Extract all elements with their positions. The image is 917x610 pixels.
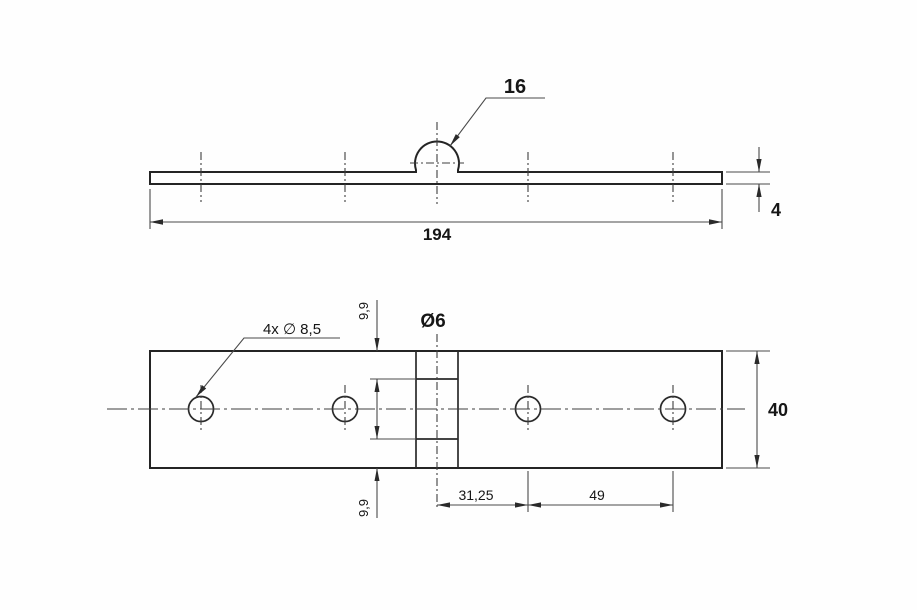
- arrowhead-top-down: [374, 338, 380, 351]
- dimension-thickness-4: 4: [726, 147, 781, 220]
- leader-arrowhead-16: [450, 134, 460, 146]
- center-to-hole-label: 31,25: [458, 487, 493, 503]
- plate-width-label: 40: [768, 400, 788, 420]
- pin-diameter-label: Ø6: [420, 311, 445, 332]
- leader-arrowhead-holes: [196, 385, 207, 397]
- thickness-label: 4: [771, 200, 781, 220]
- arrowhead-width-bottom: [754, 455, 760, 468]
- arrowhead-hole3-right: [528, 502, 541, 508]
- dimension-holes-note: 4x ∅ 8,5: [195, 321, 340, 398]
- arrowhead-bottom-up: [374, 468, 380, 481]
- hole-pitch-label: 49: [589, 487, 605, 503]
- dimension-knuckle-16: 16: [449, 76, 545, 147]
- arrowhead-mid-down: [374, 426, 380, 439]
- side-view-plate-outline: [149, 140, 723, 185]
- arrowhead-center: [437, 502, 450, 508]
- arrowhead-hole4: [660, 502, 673, 508]
- length-label: 194: [423, 225, 452, 244]
- dimension-length-194: 194: [149, 189, 723, 244]
- leader-line-holes: [195, 337, 340, 398]
- knuckle-width-label: 16: [504, 76, 526, 98]
- edge-offset-bottom-label: 9,9: [356, 499, 371, 517]
- plan-view: Ø6 4x ∅ 8,5 9,9 9,9 31,25: [107, 300, 788, 518]
- arrowhead-up: [756, 184, 762, 197]
- arrowhead-width-top: [754, 351, 760, 364]
- arrowhead-hole3-left: [515, 502, 528, 508]
- arrowhead-down: [756, 159, 762, 172]
- arrowhead-mid-up: [374, 379, 380, 392]
- arrowhead-left: [150, 219, 163, 225]
- leader-line-16: [449, 97, 545, 147]
- dimension-edge-offsets: 9,9 9,9: [356, 300, 416, 518]
- dimension-hole-pitch: 49: [528, 471, 674, 512]
- arrowhead-right: [709, 219, 722, 225]
- dimension-plate-width: 40: [726, 350, 788, 469]
- side-view: 16 194 4: [149, 76, 781, 244]
- dimension-center-to-hole: 31,25: [437, 471, 529, 512]
- hole-note-label: 4x ∅ 8,5: [263, 321, 321, 338]
- edge-offset-top-label: 9,9: [356, 302, 371, 320]
